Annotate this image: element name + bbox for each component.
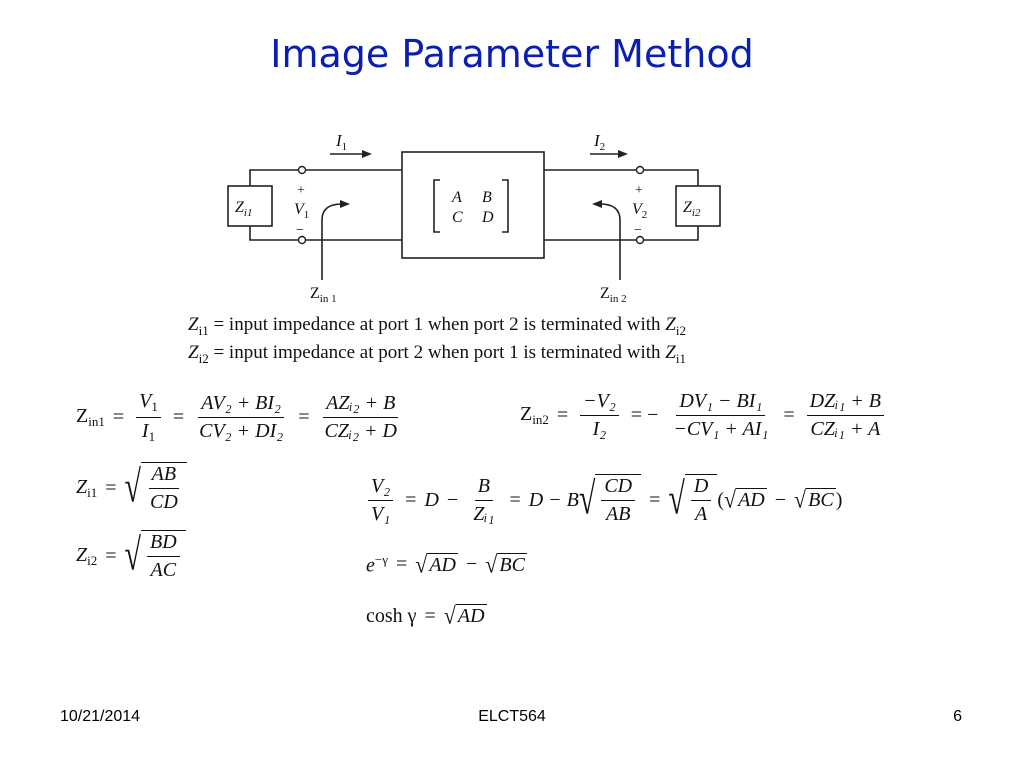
port2-terminal-bottom — [635, 235, 645, 245]
svg-text:D: D — [481, 209, 494, 226]
port1-terminal-top — [297, 165, 307, 175]
svg-text:I1: I1 — [335, 131, 347, 153]
svg-text:C: C — [452, 209, 463, 226]
footer-page-number: 6 — [953, 708, 962, 725]
definition-zi2: Zi2 = input impedance at port 2 when por… — [188, 342, 686, 366]
current-2-arrowhead — [618, 150, 628, 158]
svg-text:Zin 2: Zin 2 — [600, 285, 627, 305]
abcd-network-box — [401, 151, 545, 259]
svg-text:+: + — [635, 183, 643, 198]
port2-terminal-top — [635, 165, 645, 175]
port1-terminal-bottom — [297, 235, 307, 245]
slide-title: Image Parameter Method — [270, 32, 754, 76]
svg-text:V2: V2 — [632, 201, 647, 221]
footer-date: 10/21/2014 — [60, 708, 141, 725]
equation-propagation: e−γ = √AD − √BC — [366, 550, 527, 579]
svg-text:A: A — [451, 189, 462, 206]
svg-text:I2: I2 — [593, 131, 605, 153]
zin2-arrowhead — [592, 200, 602, 208]
svg-text:−: − — [634, 223, 642, 238]
svg-text:Zi2: Zi2 — [683, 199, 701, 219]
svg-text:V1: V1 — [294, 201, 309, 221]
svg-text:−: − — [296, 223, 304, 238]
svg-text:+: + — [297, 183, 305, 198]
zin1-arrowhead — [340, 200, 350, 208]
svg-text:B: B — [482, 189, 492, 206]
svg-text:Zi1: Zi1 — [235, 199, 252, 219]
equation-cosh: cosh γ = √AD — [366, 601, 487, 630]
footer-course: ELCT564 — [478, 708, 546, 725]
definition-zi1: Zi1 = input impedance at port 1 when por… — [188, 314, 686, 338]
svg-text:Zin 1: Zin 1 — [310, 285, 337, 305]
current-1-arrowhead — [362, 150, 372, 158]
